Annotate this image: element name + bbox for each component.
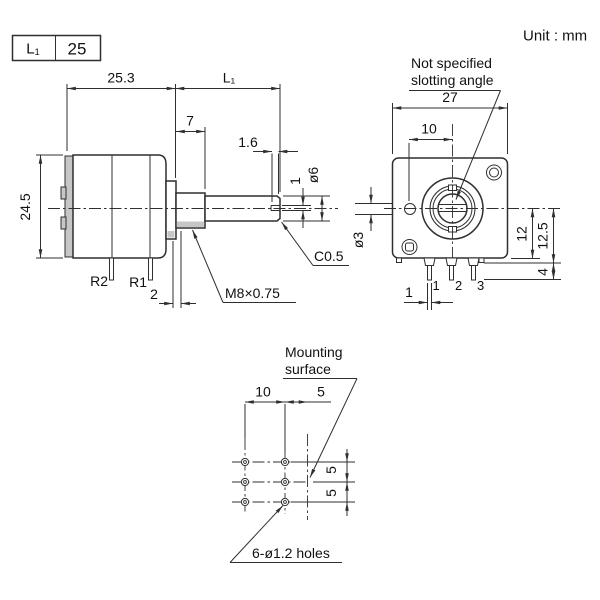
spec-table-box xyxy=(11,34,102,62)
rivet-top-right xyxy=(486,164,502,181)
spec-table-param: L₁ xyxy=(26,41,39,58)
svg-text:4: 4 xyxy=(535,268,551,276)
body-rear-strip xyxy=(64,155,74,258)
dim-body-length: 25.3 xyxy=(66,70,176,178)
svg-text:1: 1 xyxy=(405,284,413,300)
holes-note: 6-ø1.2 holes xyxy=(229,505,342,563)
spec-table: L₁ 25 xyxy=(11,34,102,62)
svg-text:10: 10 xyxy=(255,384,271,400)
dim-shaft-diameter: ø6 xyxy=(283,167,330,222)
rear-tab-bottom xyxy=(60,216,67,230)
dim-bushing-length: 7 xyxy=(176,113,206,189)
body-outline xyxy=(72,154,167,259)
dim-center-to-bottom: 12 xyxy=(511,208,540,259)
svg-text:25.3: 25.3 xyxy=(107,70,134,86)
dim-plate-offset: 2 xyxy=(150,231,196,308)
dim-body-height: 24.5 xyxy=(17,154,63,259)
dim-shaft-length: L₁ xyxy=(175,70,281,192)
front-view: 1 2 3 Not specified slotting angle 27 10 xyxy=(384,55,561,310)
dim-side-hole-diameter: ø3 xyxy=(350,187,404,248)
side-adjust-hole xyxy=(404,203,416,215)
svg-text:surface: surface xyxy=(285,361,331,377)
dim-slot-width: 1 xyxy=(282,177,311,228)
rear-tab-top xyxy=(60,186,67,200)
svg-text:M8×0.75: M8×0.75 xyxy=(225,285,280,301)
thread-callout: M8×0.75 xyxy=(192,229,296,303)
dim-slot-depth: 1.6 xyxy=(238,134,298,202)
rivet-bottom-left xyxy=(401,239,418,255)
mounting-view: Mounting surface 10 5 xyxy=(229,344,358,563)
svg-text:6-ø1.2 holes: 6-ø1.2 holes xyxy=(252,545,330,561)
mounting-plate xyxy=(165,180,177,240)
terminal-pin-r1 xyxy=(148,257,153,281)
svg-text:12.5: 12.5 xyxy=(535,222,551,249)
svg-text:1.6: 1.6 xyxy=(238,134,258,150)
mounting-surface-label: Mounting surface xyxy=(283,344,358,478)
terminal-label-r2: R2 xyxy=(90,273,108,289)
mounting-holes xyxy=(240,457,290,507)
dim-center-to-mount: 12.5 xyxy=(484,208,561,264)
chamfer-callout: C0.5 xyxy=(281,221,349,266)
svg-text:5: 5 xyxy=(323,466,339,474)
svg-text:L₁: L₁ xyxy=(223,70,236,86)
svg-text:slotting angle: slotting angle xyxy=(411,72,494,88)
terminal-label-3: 3 xyxy=(477,278,484,293)
svg-text:5: 5 xyxy=(317,384,325,400)
dim-terminal-width: 1 xyxy=(404,283,453,310)
svg-text:5: 5 xyxy=(323,489,339,497)
svg-text:12: 12 xyxy=(514,226,530,242)
terminal-label-2: 2 xyxy=(455,278,462,293)
svg-text:ø6: ø6 xyxy=(305,167,321,184)
dim-hole-columns: 10 5 xyxy=(245,384,331,404)
svg-text:7: 7 xyxy=(186,113,194,129)
svg-text:10: 10 xyxy=(421,121,437,137)
svg-text:24.5: 24.5 xyxy=(17,193,33,220)
spec-table-value: 25 xyxy=(68,40,87,59)
side-view: 24.5 25.3 L₁ 7 1.6 xyxy=(17,70,404,308)
dim-hole-to-center: 10 xyxy=(408,121,453,201)
terminal-pin-r2 xyxy=(109,257,114,281)
unit-note: Unit : mm xyxy=(523,28,587,45)
svg-text:27: 27 xyxy=(442,89,458,105)
dim-terminal-length: 4 xyxy=(484,263,561,280)
terminal-label-r1: R1 xyxy=(129,274,147,290)
dim-hole-rows: 5 5 xyxy=(291,449,355,516)
svg-text:2: 2 xyxy=(150,286,158,302)
terminal-pin-3 xyxy=(471,265,476,281)
dim-body-width: 27 xyxy=(392,89,508,154)
terminal-label-1: 1 xyxy=(433,278,440,293)
svg-text:Mounting: Mounting xyxy=(285,344,343,360)
svg-text:Not specified: Not specified xyxy=(411,55,492,71)
svg-text:C0.5: C0.5 xyxy=(314,248,344,264)
terminal-pin-1 xyxy=(427,265,432,281)
terminal-pin-2 xyxy=(449,265,454,281)
svg-text:ø3: ø3 xyxy=(350,232,366,249)
front-terminals: 1 2 3 xyxy=(396,257,485,293)
svg-text:1: 1 xyxy=(287,177,303,185)
